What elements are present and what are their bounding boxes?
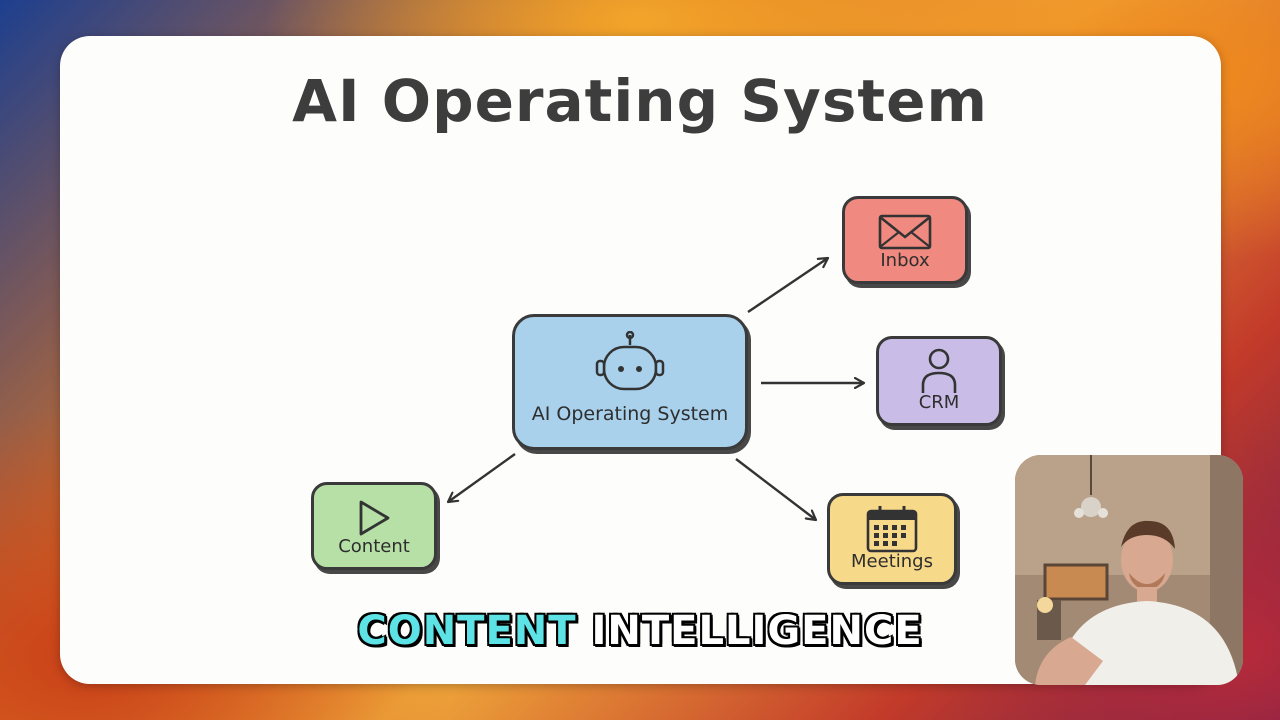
arrow-to-content <box>448 453 516 502</box>
arrow-to-inbox <box>747 258 828 313</box>
center-node-label: AI Operating System <box>531 403 729 425</box>
meetings-node: Meetings <box>827 493 957 585</box>
slide-title: AI Operating System <box>292 67 988 135</box>
subtitle-caption: CONTENT INTELLIGENCE <box>0 608 1280 654</box>
meetings-node-label: Meetings <box>851 551 933 572</box>
caption-highlight-word: CONTENT <box>357 608 577 654</box>
arrow-to-meetings <box>735 458 816 520</box>
content-node: Content <box>311 482 437 570</box>
presenter-webcam <box>1015 455 1243 685</box>
caption-rest-text: INTELLIGENCE <box>591 608 923 654</box>
crm-node: CRM <box>876 336 1002 426</box>
envelope-icon <box>878 214 932 250</box>
robot-icon <box>595 331 665 391</box>
center-node: AI Operating System <box>512 314 748 450</box>
play-icon <box>359 500 390 536</box>
calendar-icon <box>866 506 918 553</box>
inbox-node: Inbox <box>842 196 968 284</box>
content-node-label: Content <box>338 536 410 557</box>
person-icon <box>921 348 957 393</box>
crm-node-label: CRM <box>918 392 960 413</box>
presenter-video <box>1015 455 1243 685</box>
inbox-node-label: Inbox <box>880 250 930 271</box>
